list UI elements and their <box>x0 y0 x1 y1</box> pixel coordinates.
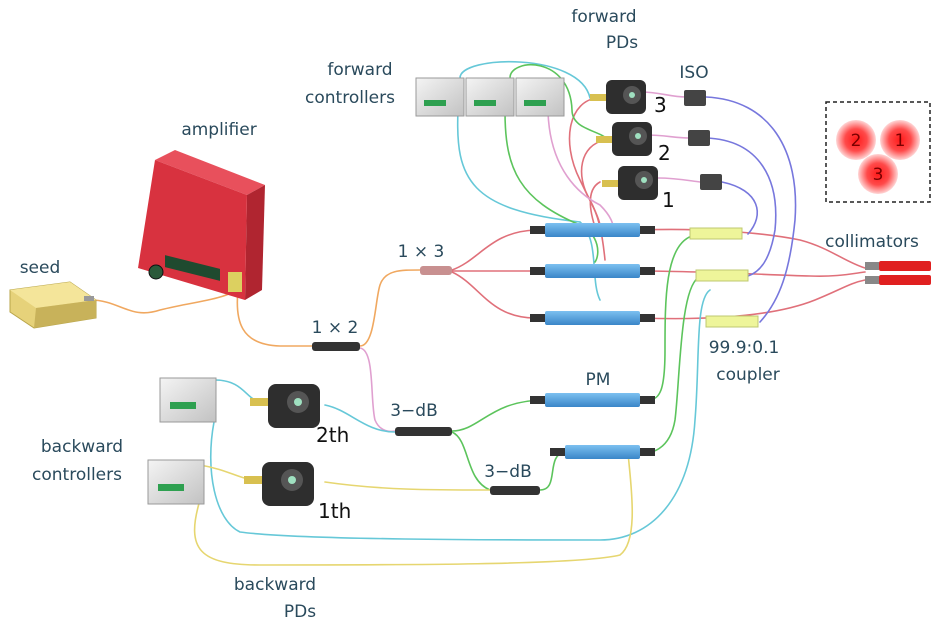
backward-controller-1 <box>147 459 205 505</box>
fiber-mod3-collimator <box>639 279 866 320</box>
fiber-pd-iso-1 <box>657 177 701 183</box>
label-forward-controllers-line1: forward <box>327 60 392 80</box>
isolators <box>684 90 722 190</box>
fiber-iso2-blue <box>705 137 777 277</box>
label-forward-pds-line1: forward <box>571 7 636 27</box>
tap-coupler-2 <box>695 269 749 282</box>
beam-spot-inset: 2 1 3 <box>825 101 931 203</box>
fiber-1x3-out-1 <box>451 229 536 271</box>
forward-pd-1 <box>602 166 658 200</box>
tap-coupler-1 <box>689 227 743 240</box>
beam-spot-1 <box>880 120 920 160</box>
fiber-3db2-pm2 <box>539 451 566 491</box>
backward-controllers-group <box>147 377 217 505</box>
label-splitter-1x3: 1 × 3 <box>398 242 445 262</box>
coupler-3db-b <box>490 486 540 495</box>
label-3db-a: 3−dB <box>390 401 438 421</box>
fiber-coupler-pm <box>647 235 693 401</box>
label-splitter-1x2: 1 × 2 <box>312 318 359 338</box>
seed-laser <box>9 281 97 329</box>
label-backward-pds-line1: backward <box>234 575 316 595</box>
forward-pd-3-number: 3 <box>654 93 667 117</box>
fiber-1x2-1x3 <box>359 269 421 347</box>
beam-spot-2-label: 2 <box>851 131 862 151</box>
fiber-amplifier-1x2 <box>236 289 313 347</box>
forward-pd-3 <box>590 80 646 114</box>
forward-controller-2 <box>465 77 515 117</box>
amplifier-box <box>138 150 265 300</box>
beam-spot-3-label: 3 <box>873 165 884 185</box>
forward-controller-3 <box>515 77 565 117</box>
inset-frame <box>825 101 931 203</box>
labels: forward PDs ISO forward controllers ampl… <box>20 7 919 622</box>
coupler-3db-a <box>395 427 452 436</box>
phase-modulator-2 <box>565 445 640 459</box>
tap-coupler-3 <box>705 315 759 328</box>
tap-couplers <box>689 227 759 328</box>
backward-controller-2 <box>159 377 217 423</box>
label-backward-pds-line2: PDs <box>284 602 316 622</box>
fiber-ctrl-cyan-1 <box>456 60 591 223</box>
modulator-1 <box>545 223 640 237</box>
modulator-2 <box>545 264 640 278</box>
backward-pd-2th <box>250 384 320 428</box>
beam-spot-2 <box>836 120 876 160</box>
fiber-3db-pm <box>451 399 546 432</box>
fiber-pd2-red <box>580 139 606 261</box>
isolator-1 <box>700 174 722 190</box>
label-iso: ISO <box>679 63 708 83</box>
beam-spot-1-label: 1 <box>895 131 906 151</box>
label-backward-controllers-line1: backward <box>41 437 123 457</box>
fiber-3db-3db <box>451 431 491 491</box>
beam-spot-3 <box>858 154 898 194</box>
label-forward-pds-line2: PDs <box>606 33 638 53</box>
forward-pd-1-number: 1 <box>662 188 675 212</box>
label-pm: PM <box>586 370 611 390</box>
fiber-backward-yellow-2 <box>324 481 491 491</box>
fiber-mod2-collimator <box>639 270 866 277</box>
fiber-mod1-collimator <box>639 228 866 269</box>
forward-pd-2 <box>596 122 652 156</box>
collimator-1 <box>879 261 931 271</box>
phase-modulator-1 <box>545 393 640 407</box>
backward-pd-1th <box>244 462 314 506</box>
collimators-group <box>865 261 931 285</box>
fiber-backward-cyan-1 <box>214 379 256 401</box>
splitter-1x3 <box>420 266 452 275</box>
label-coupler-line2: coupler <box>716 365 779 385</box>
fiber-backward-cyan-loop <box>209 289 711 541</box>
label-seed: seed <box>20 258 61 278</box>
fiber-iso1-blue <box>721 181 758 235</box>
fibers <box>89 60 866 566</box>
label-amplifier: amplifier <box>181 120 256 140</box>
isolator-2 <box>688 130 710 146</box>
fiber-ctrl-green-2 <box>504 111 599 263</box>
backward-pds-group <box>244 384 320 506</box>
fiber-backward-yellow-loop <box>193 451 634 566</box>
isolator-3 <box>684 90 706 106</box>
forward-controllers-group <box>415 77 565 117</box>
modulator-3 <box>545 311 640 325</box>
label-forward-controllers-line2: controllers <box>305 88 395 108</box>
collimator-2 <box>879 275 931 285</box>
fiber-seed-amplifier <box>89 284 241 314</box>
backward-pd-1th-number: 1th <box>318 499 351 523</box>
forward-pd-2-number: 2 <box>658 141 671 165</box>
fiber-backward-cyan-2 <box>324 404 396 433</box>
label-3db-b: 3−dB <box>484 462 532 482</box>
fiber-1x3-out-3 <box>451 271 536 319</box>
fiber-iso3-blue <box>705 96 797 323</box>
splitter-1x2 <box>312 342 360 351</box>
fiber-coupler-pm2 <box>639 277 699 454</box>
forward-controller-1 <box>415 77 465 117</box>
label-collimators: collimators <box>825 232 919 252</box>
forward-pds-group <box>590 80 658 200</box>
fiber-ctrl-pink <box>547 111 614 231</box>
fiber-ctrl-green-1 <box>509 64 609 141</box>
label-backward-controllers-line2: controllers <box>32 465 122 485</box>
modulators <box>530 223 655 459</box>
label-coupler-line1: 99.9:0.1 <box>709 338 780 358</box>
backward-pd-2th-number: 2th <box>316 423 349 447</box>
